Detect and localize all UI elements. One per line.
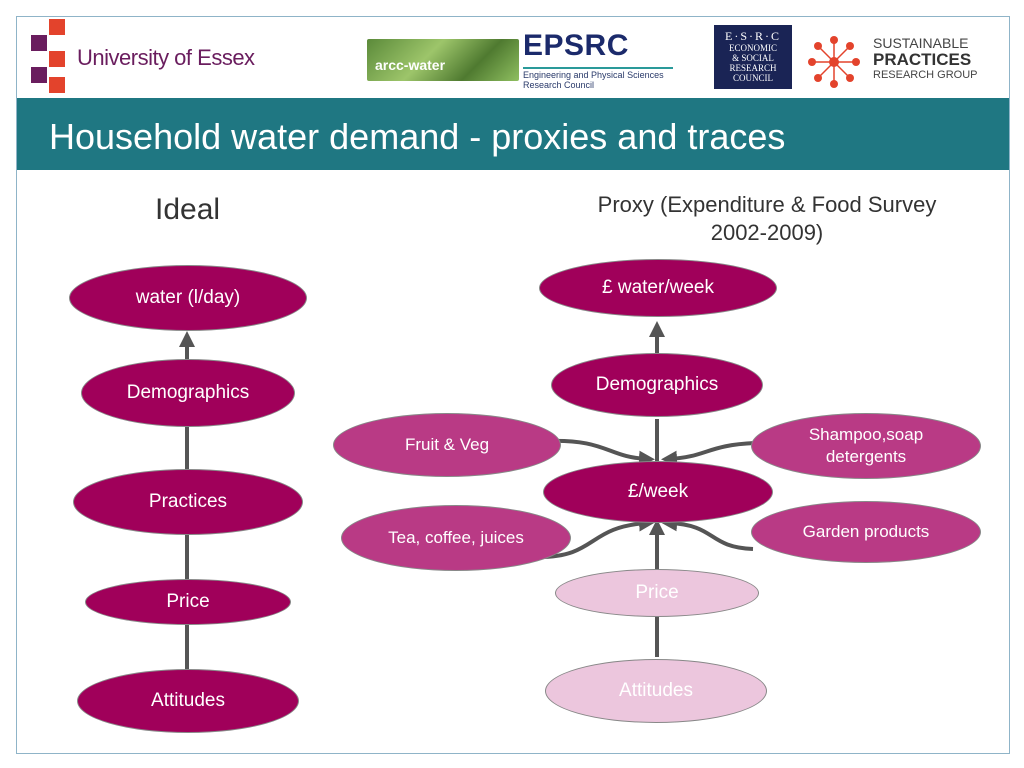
ideal-node-water-label: water (l/day) <box>135 287 241 308</box>
epsrc-subtitle: Engineering and Physical Sciences Resear… <box>523 70 664 90</box>
ideal-heading: Ideal <box>155 193 221 226</box>
spr-logo-text: SUSTAINABLE PRACTICES RESEARCH GROUP <box>873 35 1003 82</box>
ideal-node-demographics-label: Demographics <box>126 382 250 403</box>
garden-connector <box>661 515 754 551</box>
title-bar: Household water demand - proxies and tra… <box>17 98 1009 170</box>
tea-connector <box>538 515 655 559</box>
proxy-node-demographics: Demographics <box>551 353 763 417</box>
proxy-heading: Proxy (Expenditure & Food Survey 2002-20… <box>597 192 937 245</box>
epsrc-logo: EPSRC Engineering and Physical Sciences … <box>523 29 683 91</box>
logo-bar: University of Essex arcc-water EPSRC Eng… <box>17 17 1009 97</box>
esrc-line3: & SOCIAL <box>732 53 774 63</box>
proxy-node-fruit-veg-label: Fruit & Veg <box>404 435 490 454</box>
proxy-node-tea-coffee: Tea, coffee, juices <box>341 505 571 571</box>
proxy-node-attitudes: Attitudes <box>545 659 767 723</box>
epsrc-title: EPSRC <box>523 29 629 62</box>
proxy-node-per-week-label: £/week <box>627 481 689 502</box>
slide-title: Household water demand - proxies and tra… <box>49 116 786 157</box>
proxy-node-shampoo-label: Shampoo,soap detergents <box>808 425 924 466</box>
spr-line1: SUSTAINABLE <box>873 35 969 51</box>
ideal-node-water: water (l/day) <box>69 265 307 331</box>
epsrc-underline <box>523 67 673 69</box>
proxy-node-water-week-label: £ water/week <box>602 277 714 298</box>
ideal-node-price: Price <box>85 579 291 625</box>
fruit-connector <box>546 438 655 467</box>
proxy-node-price-label: Price <box>635 582 679 603</box>
esrc-logo: E·S·R·C ECONOMIC & SOCIAL RESEARCH COUNC… <box>714 25 792 89</box>
ideal-node-attitudes-label: Attitudes <box>151 690 225 711</box>
esrc-line2: ECONOMIC <box>728 43 777 53</box>
proxy-node-attitudes-label: Attitudes <box>619 680 693 701</box>
proxy-node-garden: Garden products <box>751 501 981 563</box>
arcc-water-label: arcc-water <box>375 57 446 73</box>
proxy-node-garden-label: Garden products <box>802 522 930 541</box>
university-name: University of Essex <box>77 45 255 70</box>
proxy-node-fruit-veg: Fruit & Veg <box>333 413 561 477</box>
spr-line2: PRACTICES <box>873 50 972 69</box>
esrc-line5: COUNCIL <box>733 73 773 83</box>
ideal-node-practices-label: Practices <box>148 491 228 512</box>
proxy-node-price: Price <box>555 569 759 617</box>
essex-logo-icon <box>31 19 65 93</box>
proxy-node-shampoo: Shampoo,soap detergents <box>751 413 981 479</box>
ideal-node-practices: Practices <box>73 469 303 535</box>
esrc-line4: RESEARCH <box>729 63 777 73</box>
network-icon <box>808 36 860 88</box>
spr-line3: RESEARCH GROUP <box>873 69 978 81</box>
proxy-node-tea-coffee-label: Tea, coffee, juices <box>388 528 524 547</box>
ideal-node-price-label: Price <box>166 591 210 612</box>
proxy-node-per-week: £/week <box>543 461 773 523</box>
slide: University of Essex arcc-water EPSRC Eng… <box>16 16 1010 754</box>
ideal-node-attitudes: Attitudes <box>77 669 299 733</box>
esrc-line1: E·S·R·C <box>725 29 781 43</box>
proxy-node-demographics-label: Demographics <box>595 374 719 395</box>
ideal-node-demographics: Demographics <box>81 359 295 427</box>
proxy-node-water-week: £ water/week <box>539 259 777 317</box>
arcc-water-logo: arcc-water <box>367 39 519 81</box>
shampoo-connector <box>661 441 756 467</box>
